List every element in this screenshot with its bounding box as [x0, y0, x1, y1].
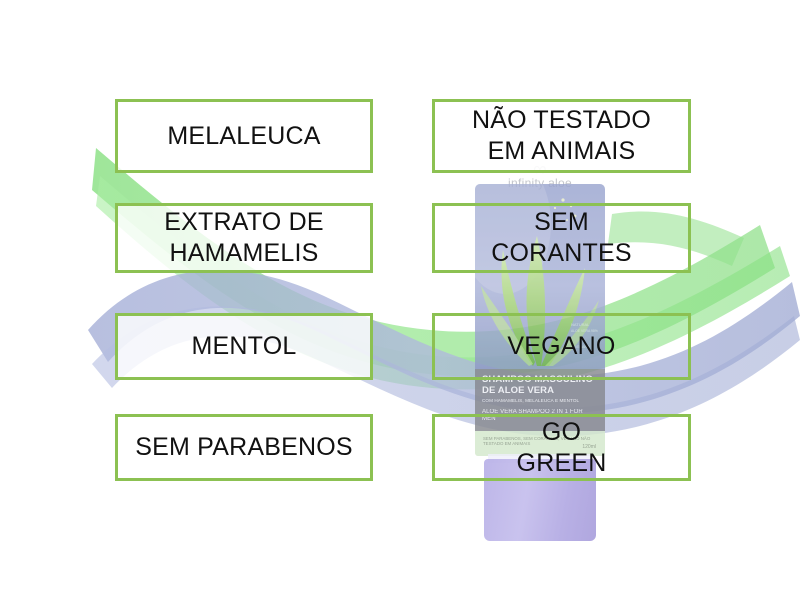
brand-name: infinity aloe	[508, 176, 572, 190]
word-card-label: MENTOL	[191, 332, 297, 360]
word-card-sem-parabenos[interactable]: SEM PARABENOS	[115, 414, 373, 481]
word-card-label: SEM CORANTES	[491, 208, 632, 267]
word-card-nao-testado-em-animais[interactable]: NÃO TESTADO EM ANIMAIS	[432, 99, 691, 173]
word-card-label: MELALEUCA	[167, 121, 321, 150]
word-card-go-green[interactable]: GO GREEN	[432, 414, 691, 481]
word-card-label: SEM PARABENOS	[135, 433, 353, 461]
word-card-sem-corantes[interactable]: SEM CORANTES	[432, 203, 691, 273]
word-card-label: NÃO TESTADO EM ANIMAIS	[471, 106, 652, 165]
word-card-extrato-de-hamamelis[interactable]: EXTRATO DE HAMAMELIS	[115, 203, 373, 273]
word-card-melaleuca[interactable]: MELALEUCA	[115, 99, 373, 173]
word-card-label: EXTRATO DE HAMAMELIS	[164, 208, 324, 267]
word-card-vegano[interactable]: VEGANO	[432, 313, 691, 380]
word-card-label: VEGANO	[507, 332, 616, 360]
word-card-label: GO GREEN	[516, 417, 607, 477]
word-card-mentol[interactable]: MENTOL	[115, 313, 373, 380]
bottle-label-subtitle: COM HAMAMELIS, MELALEUCA E MENTOL	[482, 398, 580, 403]
